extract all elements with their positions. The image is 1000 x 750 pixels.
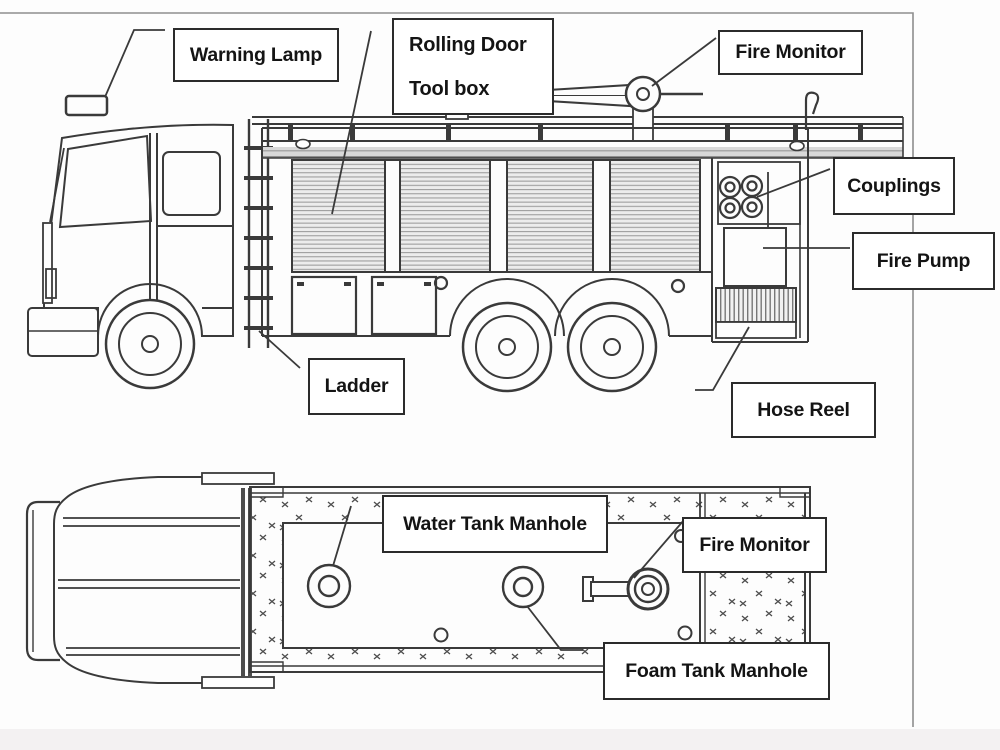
water-tank-manhole-drawing bbox=[306, 563, 352, 609]
label-water-tank-manhole: Water Tank Manhole bbox=[382, 495, 608, 553]
leader-water-tank-manhole bbox=[332, 505, 352, 567]
fire-pump-drawing bbox=[723, 227, 787, 287]
leader-ladder bbox=[258, 330, 301, 369]
label-water-tank-manhole-text: Water Tank Manhole bbox=[403, 512, 587, 535]
rear-grab-handle bbox=[804, 91, 820, 130]
label-fire-monitor-side-text: Fire Monitor bbox=[735, 41, 846, 63]
label-rolling-door-tool-box: Rolling Door Tool box bbox=[392, 18, 554, 115]
leader-lines bbox=[104, 29, 850, 651]
warning-lamp-part bbox=[64, 94, 109, 117]
label-rolling-door-text: Rolling Door bbox=[409, 34, 527, 56]
cab-side-drawing bbox=[27, 123, 234, 390]
leader-hose-reel bbox=[695, 326, 750, 391]
couplings-drawing bbox=[718, 174, 764, 220]
label-foam-tank-manhole: Foam Tank Manhole bbox=[603, 642, 830, 700]
mirror-arm bbox=[49, 147, 65, 223]
top-view-drawing bbox=[25, 472, 811, 689]
truck-body-side bbox=[261, 117, 904, 393]
label-fire-pump: Fire Pump bbox=[852, 232, 995, 290]
foam-tank-manhole-drawing bbox=[501, 565, 545, 609]
rear-compartment bbox=[711, 128, 809, 343]
label-warning-lamp: Warning Lamp bbox=[173, 28, 339, 82]
label-fire-pump-text: Fire Pump bbox=[876, 249, 971, 272]
side-view-drawing bbox=[27, 75, 904, 393]
label-couplings: Couplings bbox=[833, 157, 955, 215]
label-fire-monitor-top: Fire Monitor bbox=[682, 517, 827, 573]
tool-box-compartments bbox=[290, 275, 686, 336]
label-ladder-text: Ladder bbox=[324, 375, 389, 397]
label-fire-monitor-top-text: Fire Monitor bbox=[699, 533, 810, 556]
label-hose-reel: Hose Reel bbox=[731, 382, 876, 438]
label-couplings-text: Couplings bbox=[847, 174, 941, 197]
hose-reel-drawing bbox=[715, 287, 797, 323]
door-window bbox=[162, 151, 221, 216]
rolling-door-shutters bbox=[291, 159, 712, 273]
leader-fire-monitor-side bbox=[651, 37, 717, 87]
windshield bbox=[58, 134, 153, 229]
rear-wheels bbox=[461, 301, 658, 393]
leader-warning-lamp bbox=[104, 29, 165, 98]
mirror-bar-bottom bbox=[201, 676, 275, 689]
label-hose-reel-text: Hose Reel bbox=[757, 398, 850, 421]
page-frame bbox=[0, 12, 1000, 750]
label-warning-lamp-text: Warning Lamp bbox=[189, 43, 323, 66]
mirror-bar-top bbox=[201, 472, 275, 485]
label-foam-tank-manhole-text: Foam Tank Manhole bbox=[625, 659, 808, 682]
front-bumper bbox=[27, 307, 99, 357]
leader-rolling-door bbox=[331, 30, 372, 215]
mirror bbox=[42, 222, 53, 304]
leader-fire-monitor-top bbox=[633, 519, 685, 579]
leader-couplings bbox=[756, 168, 831, 198]
leader-foam-tank-manhole bbox=[526, 605, 583, 651]
front-wheel bbox=[104, 298, 196, 390]
fire-monitor-side-drawing bbox=[547, 75, 703, 142]
fire-monitor-top-drawing bbox=[582, 567, 670, 611]
label-tool-box-text: Tool box bbox=[409, 78, 490, 100]
label-fire-monitor-side: Fire Monitor bbox=[718, 30, 863, 75]
label-ladder: Ladder bbox=[308, 358, 405, 415]
cab-top-drawing bbox=[25, 472, 275, 689]
